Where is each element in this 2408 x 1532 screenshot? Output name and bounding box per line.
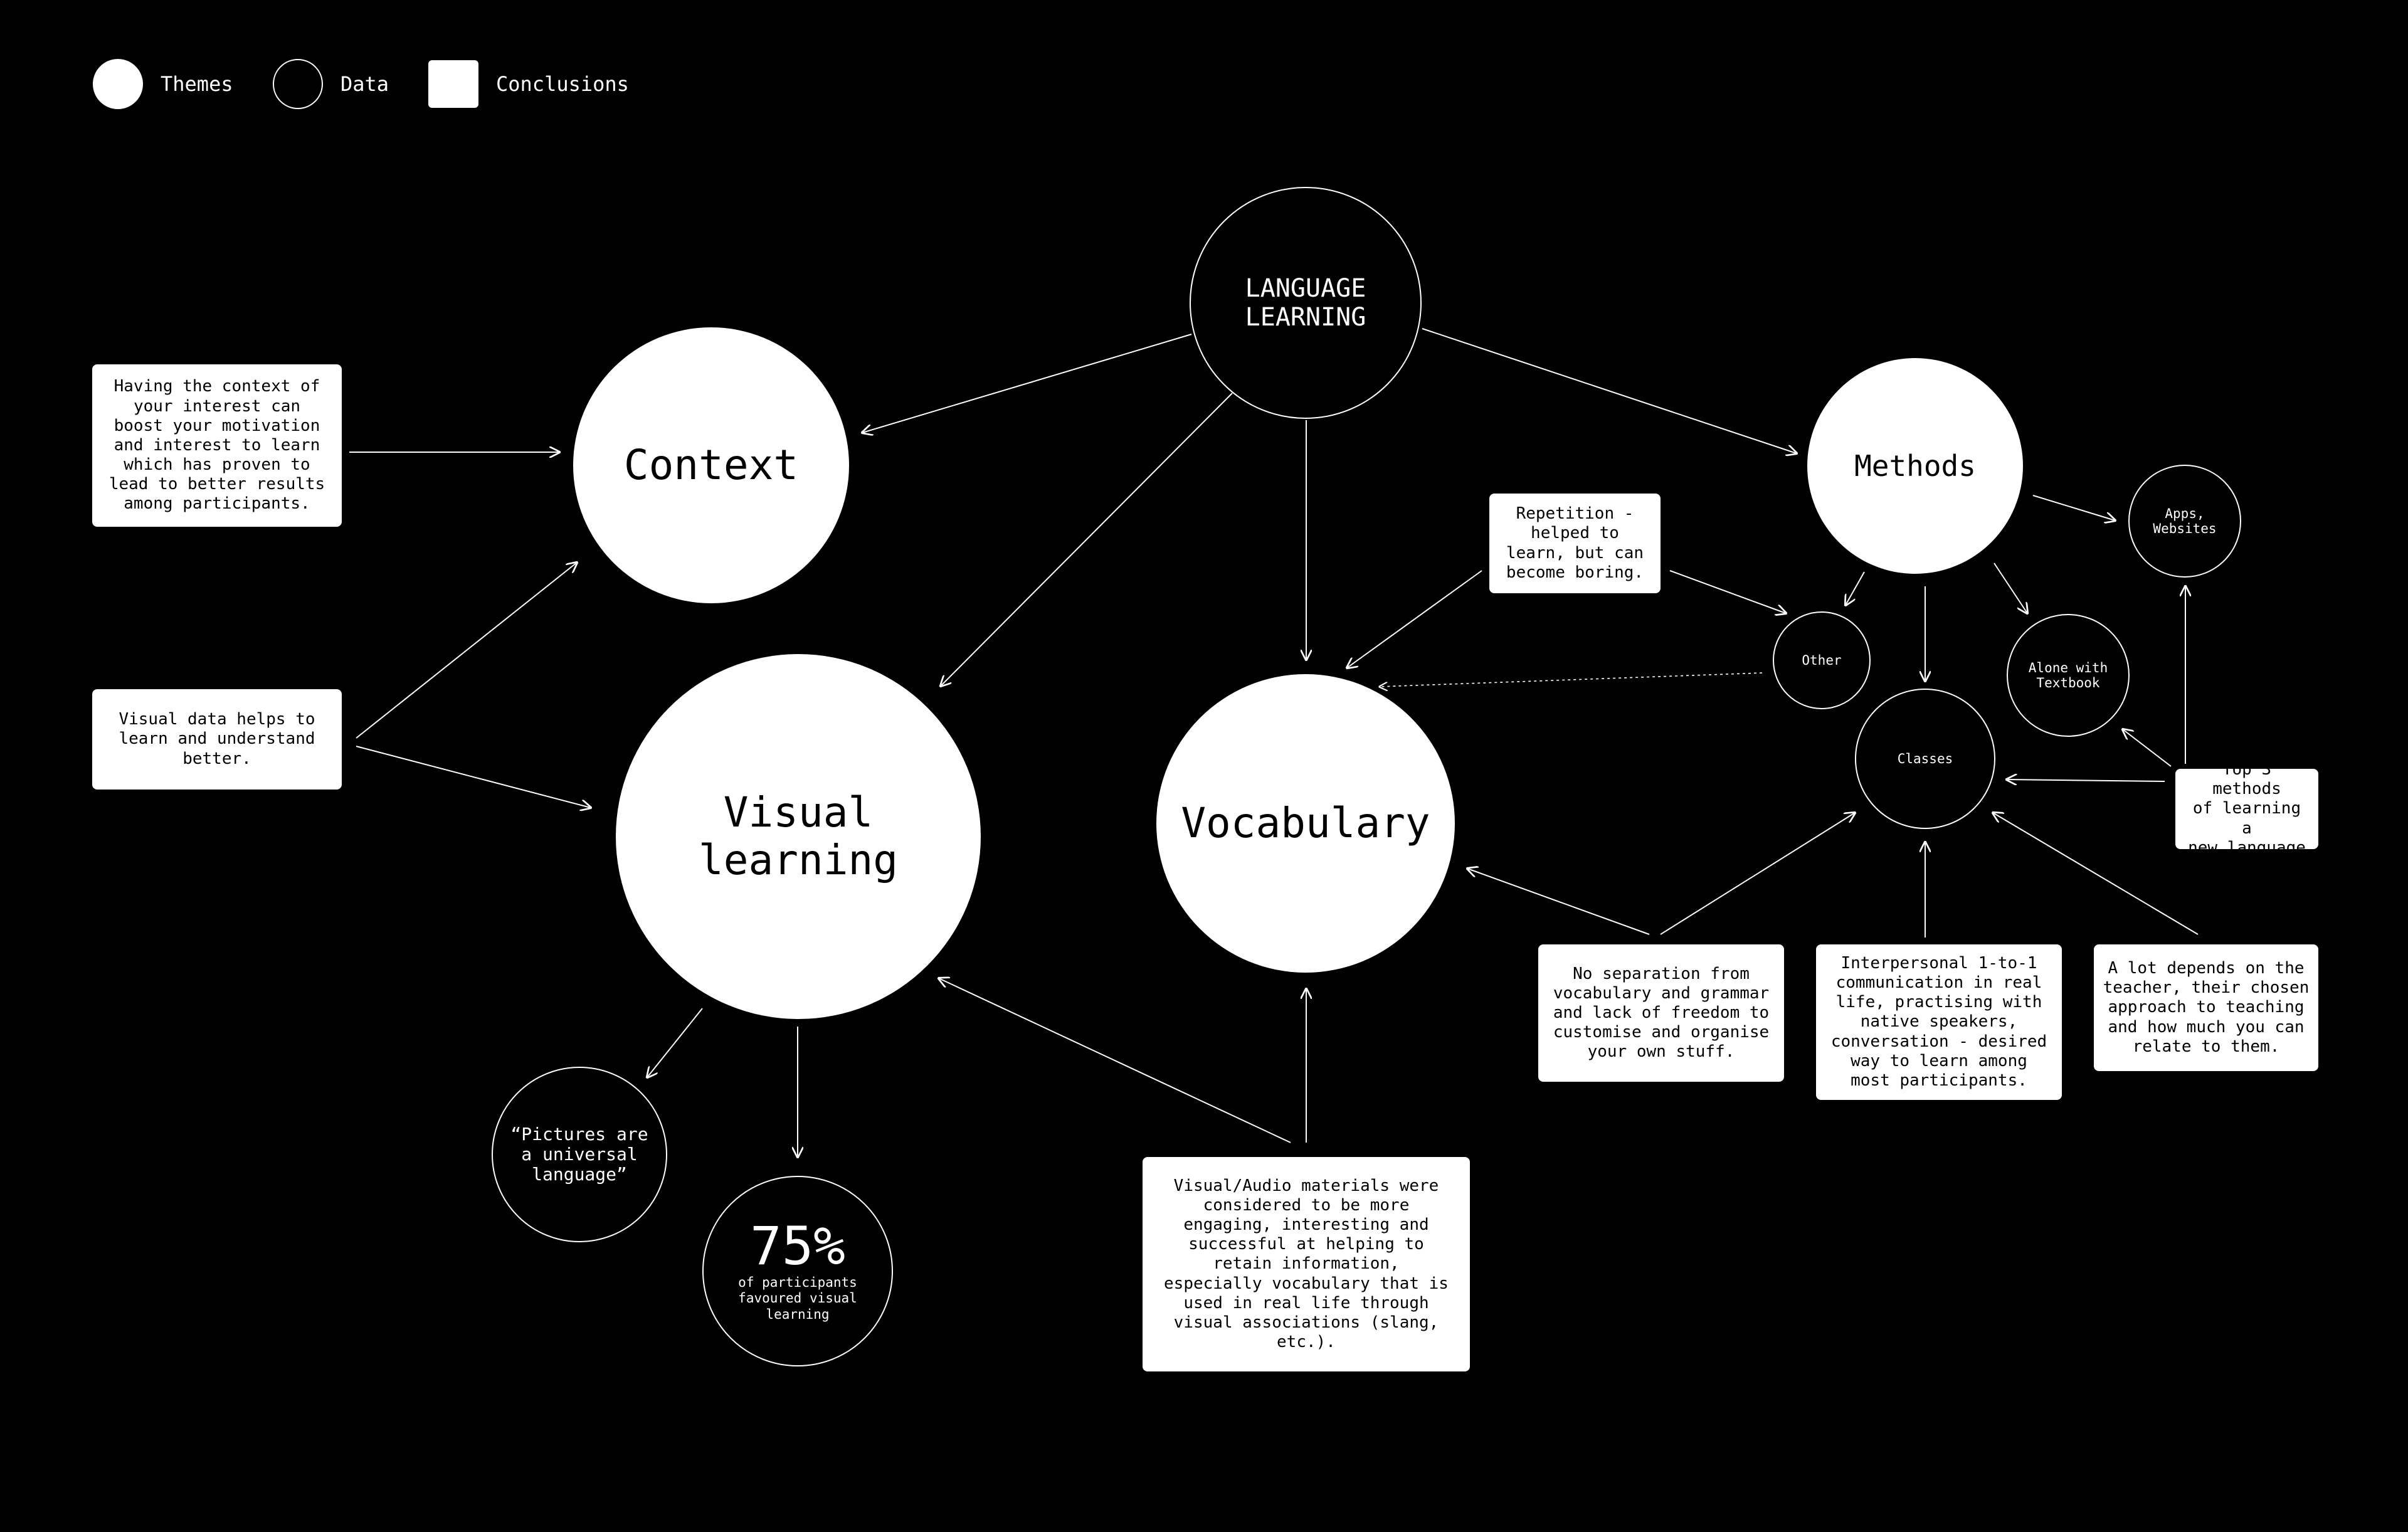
arrow-visualdata-to-context [356, 563, 577, 739]
legend-theme-swatch [93, 59, 143, 109]
legend-data-label: Data [341, 72, 389, 96]
arrow-visual-to-quote [647, 1008, 703, 1077]
conclusion-teacher: A lot depends on the teacher, their chos… [2094, 944, 2318, 1071]
legend-conclusion-swatch [428, 60, 478, 108]
conclusion-interpersonal: Interpersonal 1-to-1 communication in re… [1816, 944, 2062, 1100]
arrow-methods-to-alone [1993, 563, 2027, 613]
theme-methods: Methods [1807, 358, 2023, 574]
arrow-teacher-to-classes [1993, 813, 2199, 935]
arrow-noseparation-to-classes [1660, 813, 1855, 935]
arrow-language-to-visual [941, 393, 1233, 686]
legend-data-swatch [273, 59, 323, 109]
arrow-top3-to-alone [2123, 729, 2172, 767]
legend-data: Data [273, 59, 389, 109]
legend-themes-label: Themes [161, 72, 233, 96]
conclusion-context-note: Having the context of your interest can … [92, 364, 342, 527]
legend-themes: Themes [93, 59, 233, 109]
legend-conclusions-label: Conclusions [496, 72, 629, 96]
arrow-top3-to-classes [2007, 779, 2165, 781]
legend-conclusions: Conclusions [428, 60, 629, 108]
arrow-visualdata-to-visual [356, 746, 591, 808]
theme-language-learning: LANGUAGE LEARNING [1190, 187, 1422, 419]
conclusion-no-separation: No separation from vocabulary and gramma… [1538, 944, 1784, 1082]
stat-value: 75% [750, 1215, 845, 1277]
data-alone-textbook: Alone with Textbook [2007, 614, 2130, 737]
data-apps-websites: Apps, Websites [2128, 465, 2241, 578]
arrow-audiovisual-to-visual [939, 978, 1291, 1143]
theme-visual-learning: Visual learning [616, 654, 981, 1019]
data-stat-visual: 75% of participants favoured visual lear… [702, 1176, 893, 1366]
conclusion-top3-methods: Top 3 methods of learning a new language [2175, 760, 2318, 857]
data-classes: Classes [1855, 689, 1995, 829]
arrow-repetition-to-other [1669, 570, 1786, 613]
arrow-noseparation-to-vocabulary [1467, 869, 1650, 935]
theme-context: Context [573, 327, 849, 603]
stat-caption: of participants favoured visual learning [738, 1275, 857, 1322]
data-pictures-quote: “Pictures are a universal language” [492, 1067, 667, 1242]
arrow-methods-to-apps [2032, 495, 2115, 520]
arrow-language-to-methods [1422, 328, 1797, 453]
arrow-language-to-context [862, 334, 1192, 433]
arrow-repetition-to-vocabulary [1347, 570, 1482, 668]
conclusion-visual-data: Visual data helps to learn and understan… [92, 689, 342, 790]
arrow-methods-to-other [1846, 571, 1865, 605]
conclusion-repetition: Repetition - helped to learn, but can be… [1489, 494, 1661, 593]
theme-vocabulary: Vocabulary [1156, 674, 1455, 973]
conclusion-audio-visual: Visual/Audio materials were considered t… [1143, 1157, 1470, 1371]
data-other: Other [1773, 611, 1871, 709]
arrow-other-to-vocabulary [1380, 672, 1763, 687]
